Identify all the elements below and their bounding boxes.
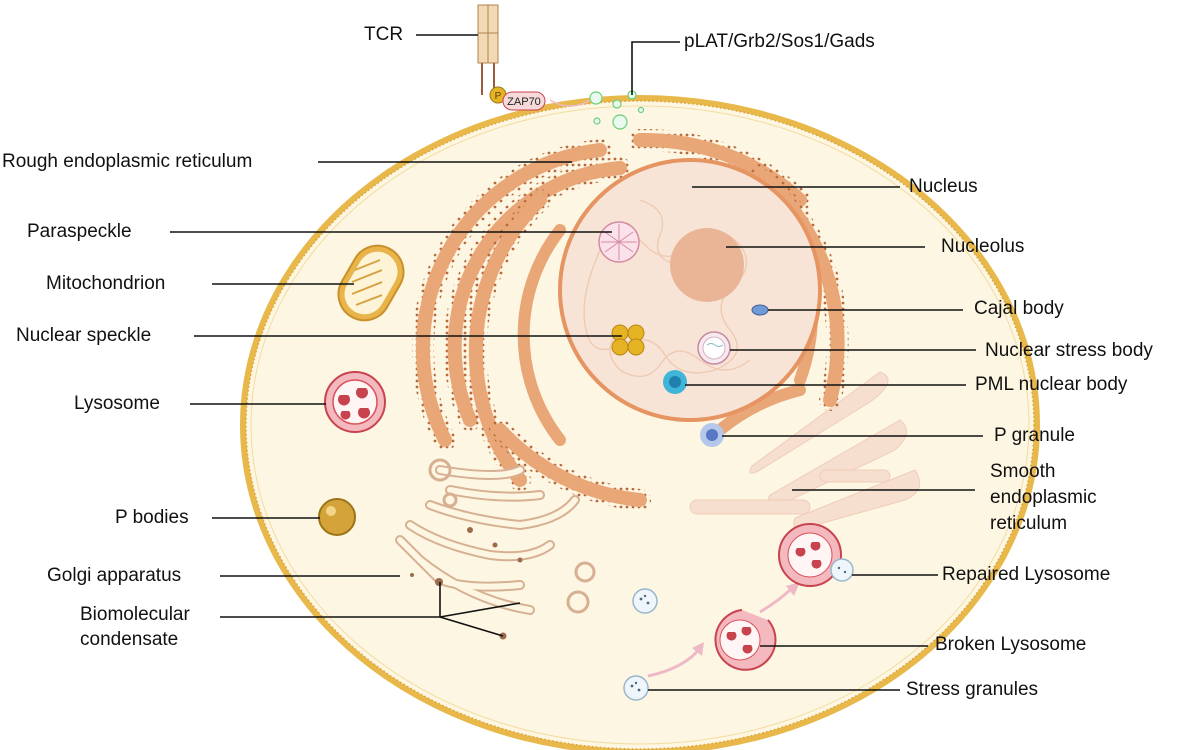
arrow-to-plat <box>549 99 591 107</box>
tcr-receptor <box>477 4 499 95</box>
broken-lysosome <box>714 609 777 671</box>
label-smooth-er-3: reticulum <box>990 513 1068 534</box>
label-rough-er: Rough endoplasmic reticulum <box>2 151 253 172</box>
label-tcr: TCR <box>364 24 404 45</box>
label-p-granule: P granule <box>994 425 1075 446</box>
label-broken-lysosome: Broken Lysosome <box>935 634 1087 655</box>
leader-lines <box>170 34 983 691</box>
cajal-body <box>751 304 769 316</box>
nuclear-stress-body <box>697 331 731 365</box>
pml-nuclear-body <box>663 370 687 394</box>
paraspeckle <box>598 221 640 263</box>
label-pml: PML nuclear body <box>975 374 1128 395</box>
lysosome <box>324 371 386 433</box>
label-p-bodies: P bodies <box>115 507 189 528</box>
label-nuclear-speckle: Nuclear speckle <box>16 325 152 346</box>
nuclear-speckle <box>611 324 645 356</box>
label-nuclear-stress: Nuclear stress body <box>985 340 1153 361</box>
label-cajal: Cajal body <box>974 298 1064 319</box>
label-repaired-lysosome: Repaired Lysosome <box>942 564 1111 585</box>
phospho-p-text: P <box>495 91 502 102</box>
arrow-to-broken-head <box>692 642 704 656</box>
label-mitochondrion: Mitochondrion <box>46 273 166 294</box>
zap70: ZAP70 <box>502 91 546 111</box>
arrow-to-repaired-head <box>786 582 800 596</box>
label-golgi: Golgi apparatus <box>47 565 182 586</box>
mitochondrion <box>337 244 405 322</box>
label-paraspeckle: Paraspeckle <box>27 221 132 242</box>
label-lysosome: Lysosome <box>74 393 160 414</box>
label-smooth-er-2: endoplasmic <box>990 487 1097 508</box>
stress-granules <box>623 675 649 701</box>
label-biomolecular-2: condensate <box>80 629 179 650</box>
label-nucleus: Nucleus <box>909 176 978 197</box>
label-smooth-er-1: Smooth <box>990 461 1056 482</box>
label-nucleolus: Nucleolus <box>941 236 1025 257</box>
p-bodies <box>318 498 356 536</box>
p-granule <box>700 423 724 447</box>
zap70-text: ZAP70 <box>507 96 541 108</box>
label-plat: pLAT/Grb2/Sos1/Gads <box>684 31 875 52</box>
nucleolus <box>670 228 744 302</box>
stress-granule-a <box>632 588 658 614</box>
golgi-vesicles <box>428 458 596 614</box>
repaired-lysosome <box>778 523 854 587</box>
label-biomolecular-1: Biomolecular <box>80 604 190 625</box>
plat-condensates <box>589 90 645 130</box>
label-stress-granules: Stress granules <box>906 679 1039 700</box>
